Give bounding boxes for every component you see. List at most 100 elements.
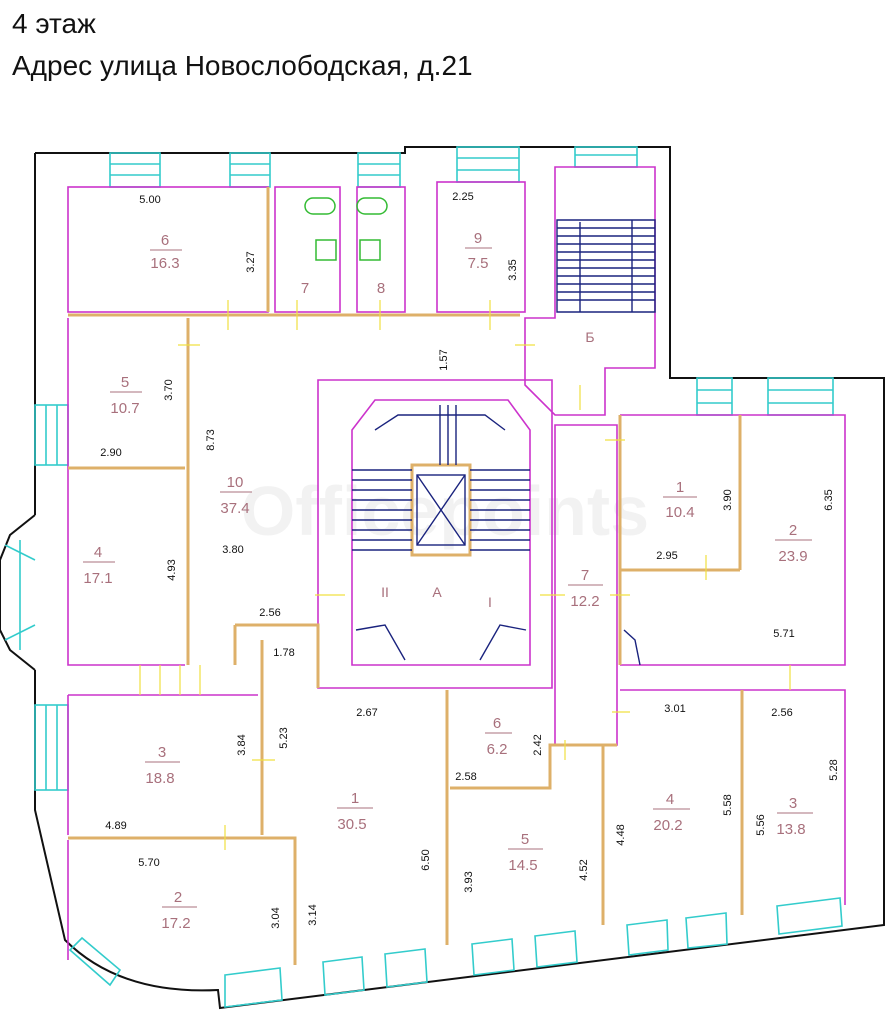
- room-label: 8: [377, 280, 385, 297]
- dimension-label: 3.70: [163, 379, 175, 400]
- room-3-southeast: 313.8: [776, 795, 813, 838]
- dimension-label: 2.42: [532, 734, 544, 755]
- stair-b-label: Б: [585, 329, 594, 345]
- room-6: 616.3: [150, 232, 182, 272]
- room-label: 9: [474, 230, 482, 247]
- room-1-south: 130.5: [337, 790, 373, 833]
- outer-wall: [34, 146, 885, 1010]
- dimension-label: 4.89: [105, 820, 126, 832]
- room-5: 510.7: [110, 374, 142, 417]
- room-label: 10: [227, 474, 244, 491]
- room-5-south: 514.5: [508, 831, 543, 874]
- dimension-label: 5.71: [773, 628, 794, 640]
- dimension-label: 2.56: [259, 607, 280, 619]
- dimension-label: 1.57: [438, 349, 450, 370]
- room-label: 1: [676, 479, 684, 496]
- room-label: 7: [581, 567, 589, 584]
- dimension-label: 3.35: [507, 259, 519, 280]
- dimension-label: 2.58: [455, 771, 476, 783]
- room-label: 3: [789, 795, 797, 812]
- stair-flight-1-label: I: [488, 594, 492, 610]
- floor-title: 4 этаж: [12, 8, 96, 39]
- dimension-label: 3.27: [245, 251, 257, 272]
- dimension-label: 3.84: [236, 734, 248, 755]
- room-label: 37.4: [220, 500, 249, 517]
- dimension-label: 3.01: [664, 703, 685, 715]
- room-label: 23.9: [778, 548, 807, 565]
- dimension-label: 2.56: [771, 707, 792, 719]
- room-9: 97.5: [465, 230, 492, 272]
- dimension-label: 4.48: [615, 824, 627, 845]
- dimension-label: 5.56: [755, 814, 767, 835]
- room-label: 6: [493, 715, 501, 732]
- dimension-label: 4.93: [166, 559, 178, 580]
- room-label: 7.5: [468, 255, 489, 272]
- dimension-label: 5.70: [138, 857, 159, 869]
- room-3-southwest: 318.8: [145, 744, 180, 787]
- dimension-label: 5.28: [828, 759, 840, 780]
- room-label: 2: [789, 522, 797, 539]
- room-outlines: [67, 166, 846, 960]
- room-label: 6.2: [487, 741, 508, 758]
- dimension-label: 1.78: [273, 647, 294, 659]
- room-label: 1: [351, 790, 359, 807]
- dimension-label: 2.25: [452, 191, 473, 203]
- room-label: 13.8: [776, 821, 805, 838]
- room-label: 2: [174, 889, 182, 906]
- stair-a-label: А: [432, 584, 442, 600]
- interior-walls: [68, 187, 744, 965]
- room-label: 14.5: [508, 857, 537, 874]
- room-label: 18.8: [145, 770, 174, 787]
- room-label: 17.2: [161, 915, 190, 932]
- room-label: 16.3: [150, 255, 179, 272]
- stairs-a: [352, 405, 641, 666]
- room-4-south: 420.2: [653, 791, 690, 834]
- room-4-west: 417.1: [83, 544, 115, 587]
- room-label: 20.2: [653, 817, 682, 834]
- room-label: 3: [158, 744, 166, 761]
- room-label: 7: [301, 280, 309, 297]
- dimension-label: 5.00: [139, 194, 160, 206]
- room-7-corridor: 712.2: [568, 567, 603, 610]
- bay-window-wall: [0, 514, 36, 671]
- room-label: 5: [121, 374, 129, 391]
- room-label: 10.4: [665, 504, 694, 521]
- room-6-south: 66.2: [485, 715, 512, 758]
- dimension-label: 4.52: [578, 859, 590, 880]
- watermark: Officepoints: [241, 472, 649, 550]
- room-1-east: 110.4: [663, 479, 697, 521]
- dimension-label: 6.50: [420, 849, 432, 870]
- room-label: 4: [94, 544, 102, 561]
- dimension-label: 3.80: [222, 544, 243, 556]
- dimension-label: 5.23: [278, 727, 290, 748]
- room-label: 30.5: [337, 816, 366, 833]
- stairs-b: [556, 219, 656, 313]
- room-2-east: 223.9: [775, 522, 812, 565]
- windows: [4, 146, 843, 1008]
- dimension-label: 2.67: [356, 707, 377, 719]
- room-8-wc: 8: [377, 280, 385, 297]
- dimension-labels: 5.00 3.27 2.25 3.35 1.57 3.70 2.90 8.73 …: [100, 191, 840, 929]
- room-7-wc: 7: [301, 280, 309, 297]
- dimension-label: 3.90: [722, 489, 734, 510]
- toilet-fixtures: [304, 197, 388, 261]
- room-10: 10 37.4: [220, 474, 252, 517]
- dimension-label: 3.93: [463, 871, 475, 892]
- dimension-label: 2.95: [656, 550, 677, 562]
- dimension-label: 3.04: [270, 907, 282, 928]
- dimension-label: 6.35: [823, 489, 835, 510]
- room-label: 5: [521, 831, 529, 848]
- dimension-label: 8.73: [205, 429, 217, 450]
- room-label: 17.1: [83, 570, 112, 587]
- dimension-label: 3.14: [307, 904, 319, 925]
- dimension-label: 2.90: [100, 447, 121, 459]
- room-2-southwest: 217.2: [161, 889, 197, 932]
- room-label: 4: [666, 791, 674, 808]
- stair-flight-2-label: II: [381, 584, 389, 600]
- room-label: 10.7: [110, 400, 139, 417]
- door-marks: [139, 300, 791, 850]
- room-label: 12.2: [570, 593, 599, 610]
- dimension-label: 5.58: [722, 794, 734, 815]
